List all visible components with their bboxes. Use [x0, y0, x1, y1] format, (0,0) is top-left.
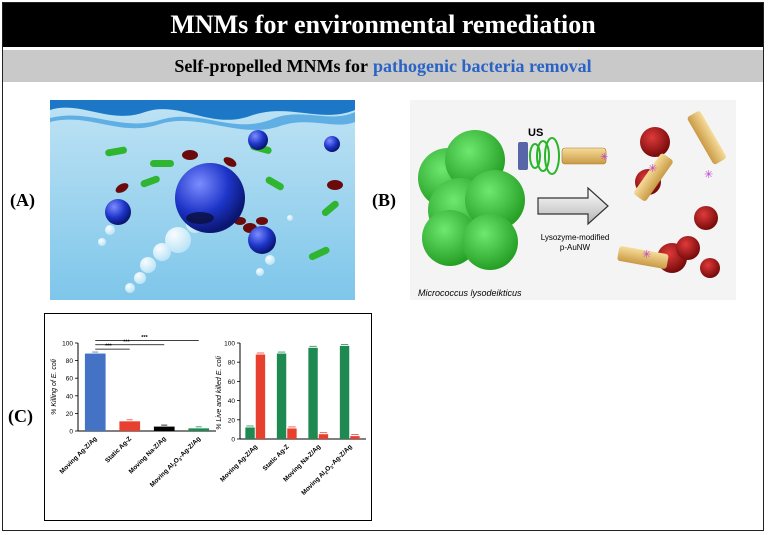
svg-text:✳: ✳: [642, 249, 651, 261]
chart1-bar: [188, 428, 210, 431]
ultrasound-transducer-icon: [518, 137, 560, 175]
panel-label-a: (A): [10, 190, 35, 210]
chart2-bar: [276, 353, 287, 439]
reaction-arrow: [537, 186, 609, 226]
svg-text:✳: ✳: [600, 152, 608, 163]
chart1-bar: [153, 426, 175, 431]
chart2-bar: [287, 428, 297, 439]
chart2-bar: [308, 347, 318, 439]
chart2-y-label: % Live and killed E. coli: [216, 356, 223, 430]
panel-b-nanowire-illustration: Micrococcus lysodeikticus US ✳ Lysozyme-…: [410, 100, 736, 300]
chart2-bar: [339, 345, 350, 439]
chart1-significance-label: ***: [105, 344, 112, 350]
svg-text:✳: ✳: [704, 169, 713, 181]
chart2-y-tick-label: 80: [228, 360, 236, 367]
micromotor-spheres: [105, 130, 340, 254]
chart2-bar: [318, 434, 329, 439]
panel-label-c: (C): [8, 406, 33, 426]
chart2-y-tick-label: 100: [224, 341, 235, 348]
svg-text:✳: ✳: [648, 163, 657, 175]
chart2-bar: [350, 436, 360, 439]
panel-c-charts: % Killing of E. coli 020406080100Moving …: [44, 313, 372, 521]
bacteria-label: Micrococcus lysodeikticus: [418, 288, 522, 298]
chart2-bar: [255, 354, 266, 439]
nanowire-label-line2: p-AuNW: [560, 243, 591, 252]
subtitle-highlight: pathogenic bacteria removal: [373, 55, 592, 76]
chart2-y-tick-label: 20: [228, 417, 236, 424]
chart2-y-tick-label: 0: [231, 437, 235, 444]
panel-label-b: (B): [372, 190, 396, 210]
figure-subtitle: Self-propelled MNMs for pathogenic bacte…: [3, 50, 763, 82]
chart1-y-tick-label: 20: [66, 411, 74, 418]
chart1-y-tick-label: 80: [66, 358, 74, 365]
chart2-y-tick-label: 40: [228, 398, 236, 405]
nanowires-attached: [617, 111, 726, 269]
chart1-y-tick-label: 60: [66, 376, 74, 383]
figure-title: MNMs for environmental remediation: [3, 3, 763, 47]
subtitle-text: Self-propelled MNMs for: [174, 55, 368, 76]
chart1-y-tick-label: 40: [66, 393, 74, 400]
chart1-bar: [119, 421, 141, 431]
panel-a-micromotor-illustration: [50, 100, 355, 300]
micrococcus-cells: [418, 130, 525, 270]
chart2-y-tick-label: 60: [228, 379, 236, 386]
chart1-y-tick-label: 100: [62, 341, 73, 348]
water-surface-wave: [50, 100, 355, 120]
chart1-bar: [84, 353, 106, 431]
chart1-y-label: % Killing of E. coli: [51, 359, 58, 415]
nanowire-label-line1: Lysozyme-modified: [541, 233, 610, 242]
us-label: US: [528, 127, 543, 139]
chart1-significance-label: ***: [141, 335, 148, 341]
chart1-significance-label: ***: [123, 339, 130, 345]
bacteria-rods: [105, 143, 339, 261]
lysozyme-marks: ✳ ✳ ✳: [642, 163, 713, 261]
chart2-bar: [245, 427, 255, 439]
chart1-y-tick-label: 0: [69, 429, 73, 436]
gold-nanowire: ✳: [561, 147, 608, 165]
